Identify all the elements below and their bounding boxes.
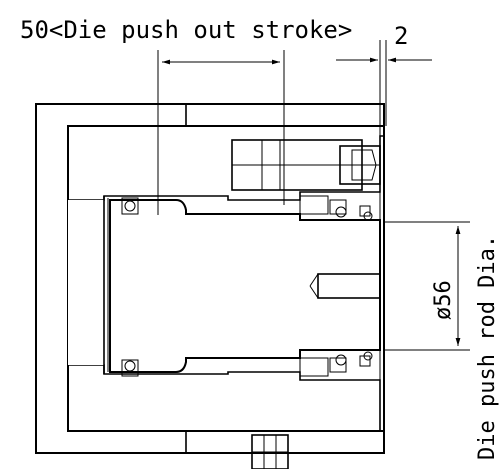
upper-seals [121,195,373,221]
rod-diameter-dimension: ø56 Die push rod Dia. [384,221,500,460]
gap-dimension-label: 2 [394,22,408,50]
top-end-cap [185,103,385,127]
lower-seals [121,351,373,377]
bottom-port [251,434,289,469]
gap-dimension: 2 [336,22,432,126]
upper-bolt [231,139,381,191]
lower-cylinder-body [67,364,381,432]
rod-description-label: Die push rod Dia. [475,235,500,460]
stroke-dimension-label: 50<Die push out stroke> [20,16,352,44]
upper-cylinder-body [67,125,385,201]
rod-diameter-label: ø56 [431,280,456,320]
stroke-dimension: 50<Die push out stroke> [20,16,352,215]
piston-rod [109,199,381,373]
